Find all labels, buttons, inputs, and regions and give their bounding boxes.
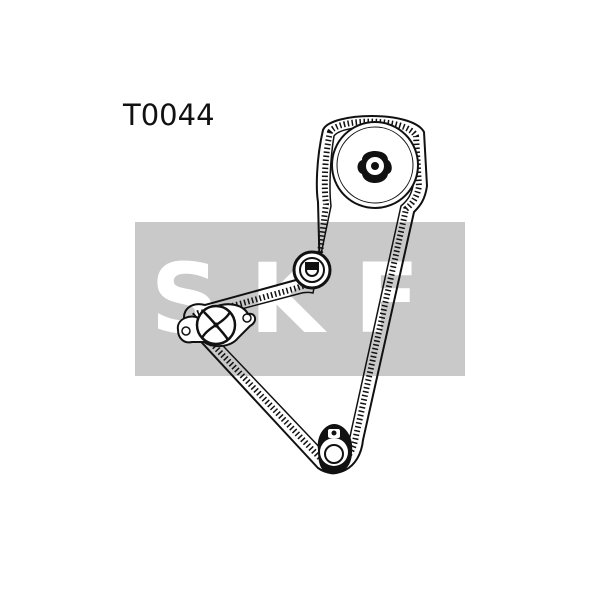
tensioner-pulley [292, 250, 332, 290]
crankshaft-sprocket [317, 424, 353, 475]
part-number-label: T0044 [123, 98, 215, 132]
camshaft-sprocket [331, 121, 419, 209]
water-pump-pulley [176, 303, 256, 348]
skf-watermark: SKF [135, 222, 465, 376]
watermark-plate [135, 222, 465, 376]
